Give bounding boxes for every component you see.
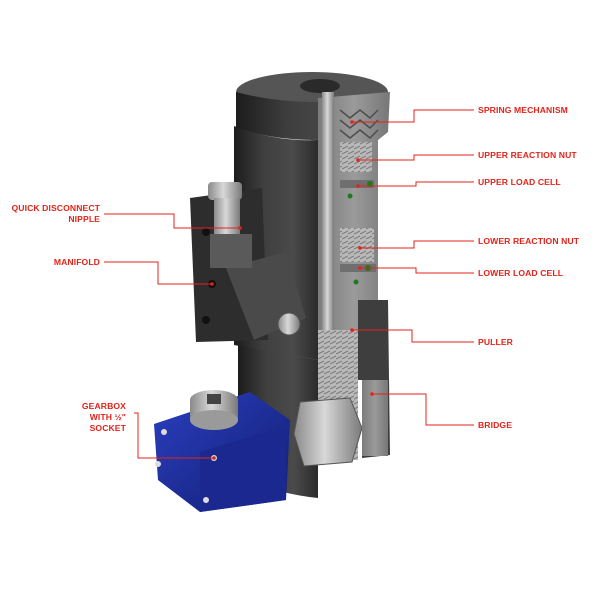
- leader-bridge: [372, 393, 474, 426]
- label-gearbox-line3: SOCKET: [90, 423, 127, 433]
- label-quick-disconnect-line2: NIPPLE: [68, 214, 100, 224]
- leader-lower-reaction-nut: [360, 240, 474, 249]
- label-puller: PULLER: [478, 337, 514, 347]
- upper-reaction-nut: [340, 142, 372, 172]
- label-manifold: MANIFOLD: [54, 257, 100, 267]
- label-bridge: BRIDGE: [478, 420, 512, 430]
- leader-lines: [104, 109, 474, 460]
- leader-quick-disconnect: [104, 213, 240, 229]
- lower-reaction-nut: [340, 228, 374, 262]
- label-gearbox-line2: WITH ½": [90, 412, 126, 422]
- stud: [322, 92, 334, 338]
- leader-manifold: [104, 261, 212, 285]
- puller-hex-nut: [293, 397, 363, 467]
- lower-load-cell: [340, 264, 376, 272]
- leader-spring-mechanism: [352, 109, 474, 123]
- label-lower-reaction-nut: LOWER REACTION NUT: [478, 236, 580, 246]
- label-upper-reaction-nut: UPPER REACTION NUT: [478, 150, 577, 160]
- label-lower-load-cell: LOWER LOAD CELL: [478, 268, 563, 278]
- machine-illustration: [154, 72, 390, 512]
- label-spring-mechanism: SPRING MECHANISM: [478, 105, 568, 115]
- callout-labels: SPRING MECHANISM UPPER REACTION NUT UPPE…: [12, 105, 580, 433]
- leader-puller: [352, 329, 474, 343]
- label-upper-load-cell: UPPER LOAD CELL: [478, 177, 561, 187]
- quick-disconnect-nipple: [208, 182, 242, 200]
- leader-upper-load-cell: [358, 181, 474, 187]
- spring-coils: [339, 109, 379, 140]
- leader-lower-load-cell: [360, 267, 474, 274]
- label-gearbox-line1: GEARBOX: [82, 401, 126, 411]
- leader-upper-reaction-nut: [358, 154, 474, 161]
- leader-gearbox: [134, 412, 214, 459]
- top-cap-bore: [300, 79, 340, 93]
- label-quick-disconnect-line1: QUICK DISCONNECT: [12, 203, 101, 213]
- upper-load-cell: [340, 180, 374, 188]
